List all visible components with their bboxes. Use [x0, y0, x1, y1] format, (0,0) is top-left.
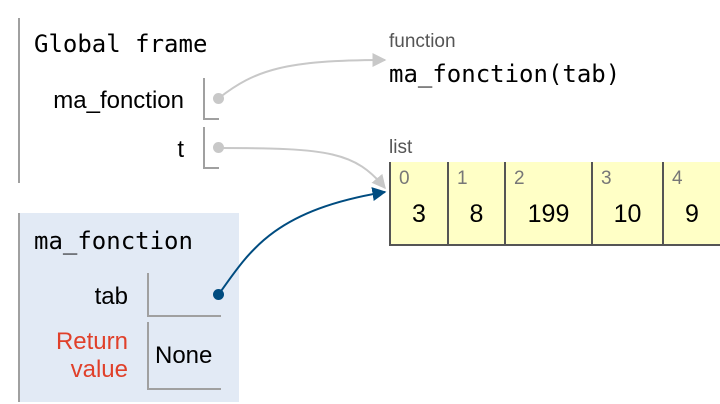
list-value: 9: [685, 200, 699, 228]
pointer-dot: [213, 289, 224, 300]
list-cell: 2 199: [504, 162, 591, 244]
global-var-ma_fonction-name: ma_fonction: [53, 87, 184, 114]
list-index: 0: [399, 168, 410, 189]
pointer-dot: [213, 93, 224, 104]
list-cell: 0 3: [389, 162, 447, 244]
list-object: 0 3 1 8 2 199 3 10 4 9: [389, 162, 720, 246]
list-index: 1: [457, 168, 468, 189]
global-var-ma_fonction-box[interactable]: [203, 78, 219, 120]
call-var-tab-box[interactable]: [147, 273, 221, 317]
list-value: 10: [613, 200, 642, 228]
call-var-tab-name: tab: [94, 283, 128, 310]
pointer-arrow-ma_fonction: [218, 53, 387, 99]
pointer-arrow-t: [218, 147, 386, 190]
list-cell: 1 8: [447, 162, 504, 244]
list-index: 2: [514, 168, 525, 189]
function-type-label: function: [389, 31, 456, 52]
global-var-t-name: t: [177, 136, 184, 163]
global-var-t-box[interactable]: [203, 127, 219, 169]
pointer-arrow-tab: [218, 187, 387, 295]
function-signature: ma_fonction(tab): [389, 60, 621, 88]
list-value: 8: [469, 200, 484, 228]
global-frame-title: Global frame: [34, 30, 208, 58]
list-index: 3: [601, 168, 612, 189]
global-frame: Global frame: [18, 18, 240, 183]
list-cell: 4 9: [662, 162, 720, 244]
list-cell: 3 10: [591, 162, 662, 244]
return-value: None: [155, 342, 213, 369]
return-value-box[interactable]: None: [147, 322, 221, 390]
list-value: 3: [412, 200, 426, 228]
call-frame: ma_fonction: [18, 213, 239, 402]
pointer-dot: [213, 142, 224, 153]
list-type-label: list: [389, 137, 413, 158]
return-label-line: value: [70, 356, 128, 383]
list-index: 4: [672, 168, 683, 189]
return-label-line: Return: [55, 328, 128, 355]
return-value-label: Return value: [20, 328, 128, 384]
list-value: 199: [527, 200, 570, 228]
call-frame-title: ma_fonction: [34, 227, 193, 255]
